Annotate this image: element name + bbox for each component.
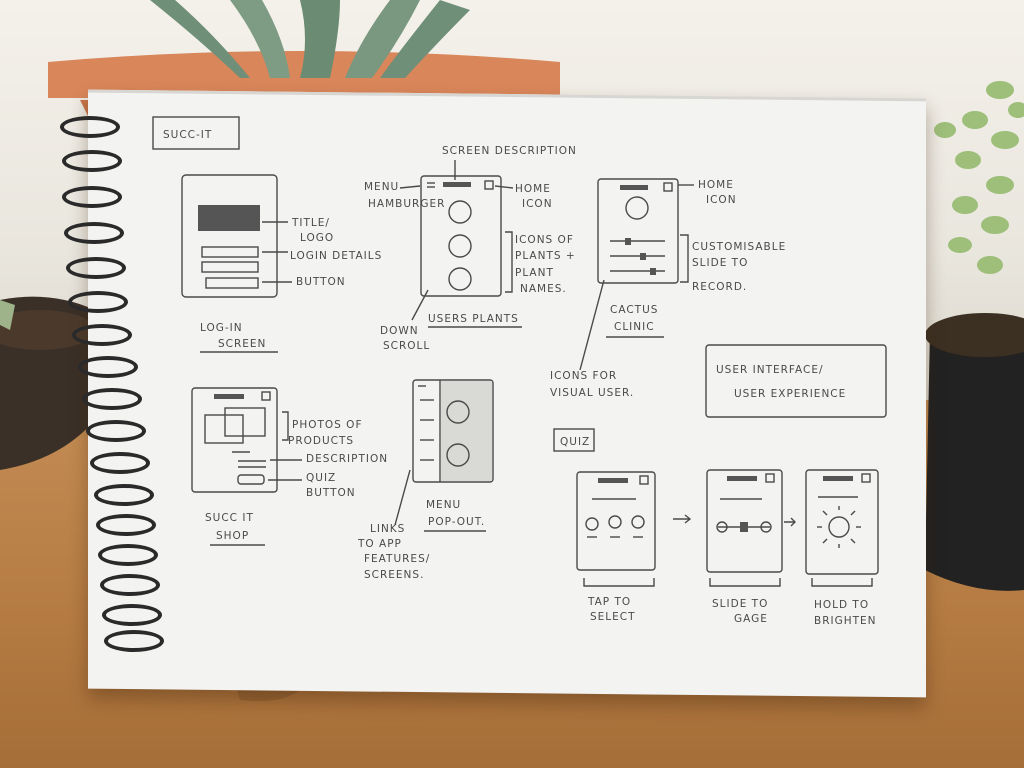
ring [62,186,122,208]
users-plants-wireframe [420,175,502,297]
ring [104,630,164,652]
menu-caption-2: POP-OUT. [428,516,485,528]
ann-icons-2: PLANTS + [515,250,576,262]
ring [66,257,126,279]
right-pot [925,320,1024,591]
shop-wireframe [191,387,278,493]
ring [62,150,122,172]
ux-box [705,344,887,418]
ring [78,356,138,378]
ann-icons-3: PLANT [515,267,554,279]
users-plants-caption: USERS PLANTS [428,313,519,325]
arrow-icon [673,514,692,524]
ann-scroll: SCROLL [383,340,430,352]
brand-title: SUCC-IT [163,129,212,141]
ring [98,544,158,566]
brand-box [152,116,240,150]
clinic-ann-home-2: ICON [706,194,737,206]
ann-login-details: LOGIN DETAILS [290,250,382,262]
clinic-ann-custom-2: SLIDE TO [692,257,748,269]
shop-ann-photos-2: PRODUCTS [288,435,354,447]
clinic-ann-custom-3: RECORD. [692,281,747,293]
ann-button: BUTTON [296,276,346,288]
ux-box-line-1: USER INTERFACE/ [716,364,824,376]
ann-title: TITLE/ [291,217,330,229]
quiz-step-1-wireframe [576,471,656,571]
ann-home-2: ICON [522,198,553,210]
login-wireframe [181,174,292,298]
ann-hamburger: HAMBURGER [368,198,445,210]
cactus-clinic-wireframe [597,178,679,284]
shop-caption-2: SHOP [216,530,249,542]
shop-ann-description: DESCRIPTION [306,453,388,465]
menu-ann-2: TO APP [357,538,402,550]
quiz-label: QUIZ [560,436,590,448]
ann-icons-4: NAMES. [520,283,567,295]
ring [60,116,120,138]
aloe-plant [150,0,250,78]
login-caption-1: LOG-IN [200,322,243,334]
menu-caption-1: MENU [426,499,461,511]
ring [64,222,124,244]
ring [86,420,146,442]
shop-caption-1: SUCC IT [205,512,254,524]
menu-ann-1: LINKS [370,523,405,535]
quiz-box [553,428,595,452]
succulent-plant [934,81,1024,274]
clinic-ann-custom-1: CUSTOMISABLE [692,241,786,253]
menu-ann-3: FEATURES/ [364,553,430,565]
ann-logo: LOGO [300,232,334,244]
ring [96,514,156,536]
shop-ann-quiz-1: QUIZ [306,472,336,484]
quiz-step-2-line-2: GAGE [734,613,768,625]
clinic-caption-2: CLINIC [614,321,655,333]
quiz-step-2-wireframe [706,469,783,573]
quiz-step-3-line-2: BRIGHTEN [814,615,877,627]
clinic-ann-icons-2: VISUAL USER. [550,387,634,399]
ann-home-1: HOME [515,183,551,195]
menu-ann-4: SCREENS. [364,569,424,581]
ring [94,484,154,506]
ux-box-line-2: USER EXPERIENCE [734,388,846,400]
ann-menu: MENU [364,181,399,193]
clinic-ann-home-1: HOME [698,179,734,191]
ring [82,388,142,410]
menu-popout-wireframe [412,379,494,483]
ring [68,291,128,313]
quiz-step-3-wireframe [805,469,879,575]
ring [72,324,132,346]
ann-down: DOWN [380,325,419,337]
ring [90,452,150,474]
quiz-step-1-line-1: TAP TO [587,596,631,608]
login-caption-2: SCREEN [218,338,266,350]
ring [100,574,160,596]
shop-ann-quiz-2: BUTTON [306,487,356,499]
shop-ann-photos-1: PHOTOS OF [292,419,362,431]
arrow-icon [784,517,796,527]
ring [102,604,162,626]
clinic-caption-1: CACTUS [610,304,658,316]
screen-description-note: SCREEN DESCRIPTION [442,145,577,157]
ann-icons-1: ICONS OF [515,234,574,246]
sun-icon [828,516,850,538]
quiz-step-3-line-1: HOLD TO [814,599,869,611]
quiz-step-2-line-1: SLIDE TO [712,598,768,610]
clinic-ann-icons-1: ICONS FOR [550,370,617,382]
quiz-step-1-line-2: SELECT [590,611,636,623]
